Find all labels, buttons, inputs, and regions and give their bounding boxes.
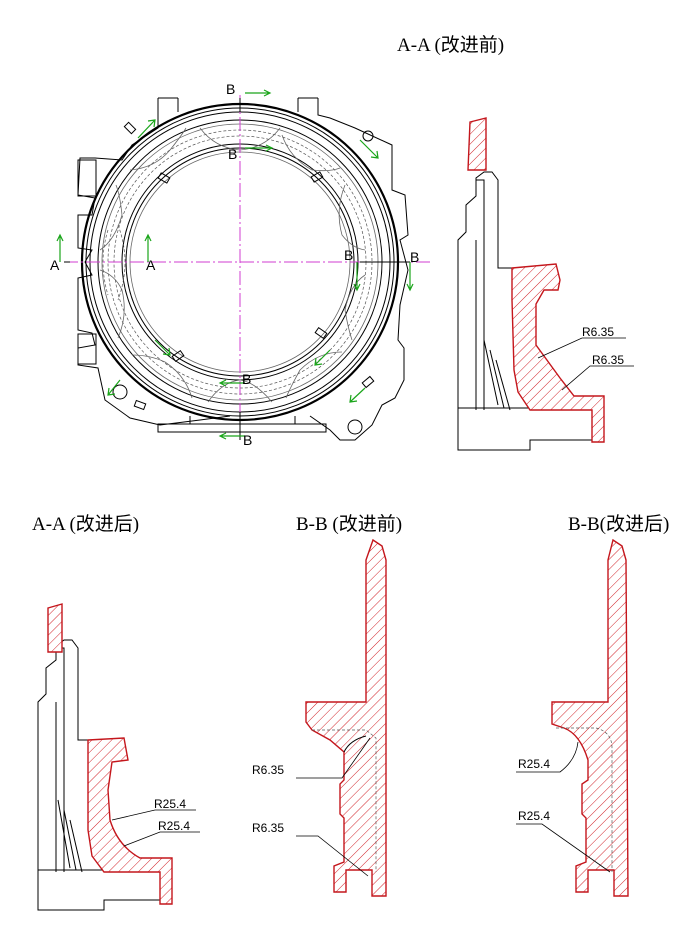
radius-label-bb-after-2: R25.4 [518,809,550,823]
section-letter-b-top: B [226,81,235,97]
radius-label-bb-before-2: R6.35 [252,821,284,835]
section-aa-before: R6.35 R6.35 [457,117,634,451]
section-letter-a-inner: A [146,257,156,273]
title-aa-after: A-A (改进后) [32,513,139,535]
radius-label-aa-after-1: R25.4 [154,797,186,811]
radius-label-aa-before-1: R6.35 [582,325,614,339]
radius-label-bb-before-1: R6.35 [252,763,284,777]
section-bb-after: R25.4 R25.4 [516,538,629,897]
section-letter-b-top-inner: B [228,146,237,162]
radius-label-bb-after-1: R25.4 [518,757,550,771]
section-bb-before: R6.35 R6.35 [252,538,387,897]
section-aa-after: R25.4 R25.4 [37,603,200,911]
section-letter-b-bottom-inner: B [242,371,251,387]
section-letter-b-right: B [410,249,419,265]
main-ring-view: B B A A B B B B [50,81,430,448]
section-letter-b-right-inner: B [344,247,353,263]
radius-label-aa-before-2: R6.35 [592,353,624,367]
title-bb-before: B-B (改进前) [296,513,402,535]
section-letter-b-bottom: B [243,432,252,448]
title-aa-before: A-A (改进前) [397,34,504,56]
title-bb-after: B-B(改进后) [568,513,669,535]
radius-label-aa-after-2: R25.4 [158,819,190,833]
section-letter-a-left: A [50,257,60,273]
